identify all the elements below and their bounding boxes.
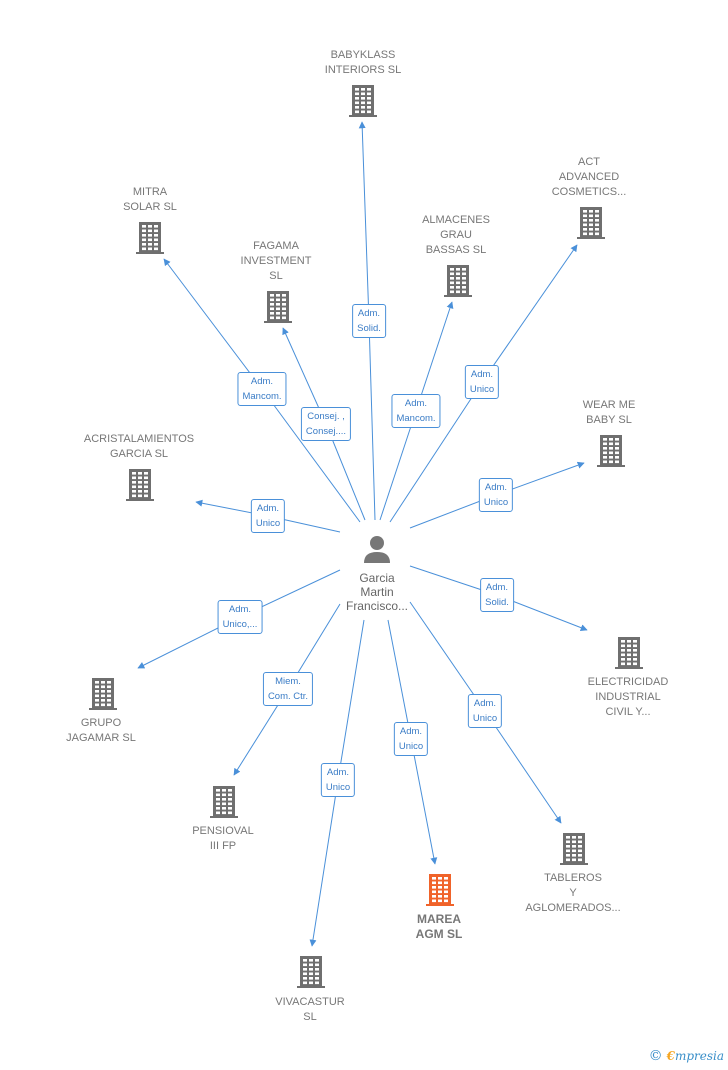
company-label-babyklass[interactable]: BABYKLASS INTERIORS SL <box>324 49 402 76</box>
company-label-almacenes[interactable]: ALMACENES GRAU BASSAS SL <box>422 214 490 256</box>
building-icon-vivacastur[interactable] <box>297 956 325 988</box>
building-icon-act[interactable] <box>577 207 605 239</box>
company-label-fagama[interactable]: FAGAMA INVESTMENT SL <box>240 240 312 282</box>
role-label-almacenes[interactable]: Adm. Mancom. <box>391 394 441 428</box>
role-label-tableros[interactable]: Adm. Unico <box>467 694 503 728</box>
company-label-acristalamientos[interactable]: ACRISTALAMIENTOS GARCIA SL <box>83 433 195 460</box>
building-icon-pensioval[interactable] <box>210 786 238 818</box>
company-label-grupo[interactable]: GRUPO JAGAMAR SL <box>66 717 136 744</box>
role-label-pensioval[interactable]: Miem. Com. Ctr. <box>262 672 314 706</box>
role-label-wearme[interactable]: Adm. Unico <box>478 478 514 512</box>
building-icon-babyklass[interactable] <box>349 85 377 117</box>
role-label-grupo[interactable]: Adm. Unico,... <box>217 600 263 634</box>
role-label-electricidad[interactable]: Adm. Solid. <box>480 578 514 612</box>
role-label-mitra[interactable]: Adm. Mancom. <box>237 372 287 406</box>
building-icon-mitra[interactable] <box>136 222 164 254</box>
copyright-icon: © <box>648 1048 663 1064</box>
role-label-vivacastur[interactable]: Adm. Unico <box>320 763 356 797</box>
role-label-fagama[interactable]: Consej. , Consej.... <box>300 407 352 441</box>
person-icon <box>364 536 390 563</box>
empresia-watermark: ©€mpresia <box>648 1048 724 1064</box>
company-label-electricidad[interactable]: ELECTRICIDAD INDUSTRIAL CIVIL Y... <box>587 676 669 718</box>
company-label-pensioval[interactable]: PENSIOVAL III FP <box>192 825 254 852</box>
building-icon-marea[interactable] <box>426 874 454 906</box>
role-label-act[interactable]: Adm. Unico <box>464 365 500 399</box>
role-label-babyklass[interactable]: Adm. Solid. <box>352 304 386 338</box>
building-icon-electricidad[interactable] <box>615 637 643 669</box>
company-label-wearme[interactable]: WEAR ME BABY SL <box>582 399 636 426</box>
building-icon-fagama[interactable] <box>264 291 292 323</box>
role-label-acristalamientos[interactable]: Adm. Unico <box>250 499 286 533</box>
company-label-marea[interactable]: MAREA AGM SL <box>415 912 463 941</box>
company-label-vivacastur[interactable]: VIVACASTUR SL <box>275 996 345 1023</box>
building-icon-grupo[interactable] <box>89 678 117 710</box>
building-icon-almacenes[interactable] <box>444 265 472 297</box>
role-label-marea[interactable]: Adm. Unico <box>393 722 429 756</box>
company-label-act[interactable]: ACT ADVANCED COSMETICS... <box>551 156 627 198</box>
person-label[interactable]: Garcia Martin Francisco... <box>345 571 408 613</box>
building-icon-wearme[interactable] <box>597 435 625 467</box>
company-label-tableros[interactable]: TABLEROS Y AGLOMERADOS... <box>525 872 621 914</box>
company-label-mitra[interactable]: MITRA SOLAR SL <box>123 186 177 213</box>
building-icon-tableros[interactable] <box>560 833 588 865</box>
building-icon-acristalamientos[interactable] <box>126 469 154 501</box>
